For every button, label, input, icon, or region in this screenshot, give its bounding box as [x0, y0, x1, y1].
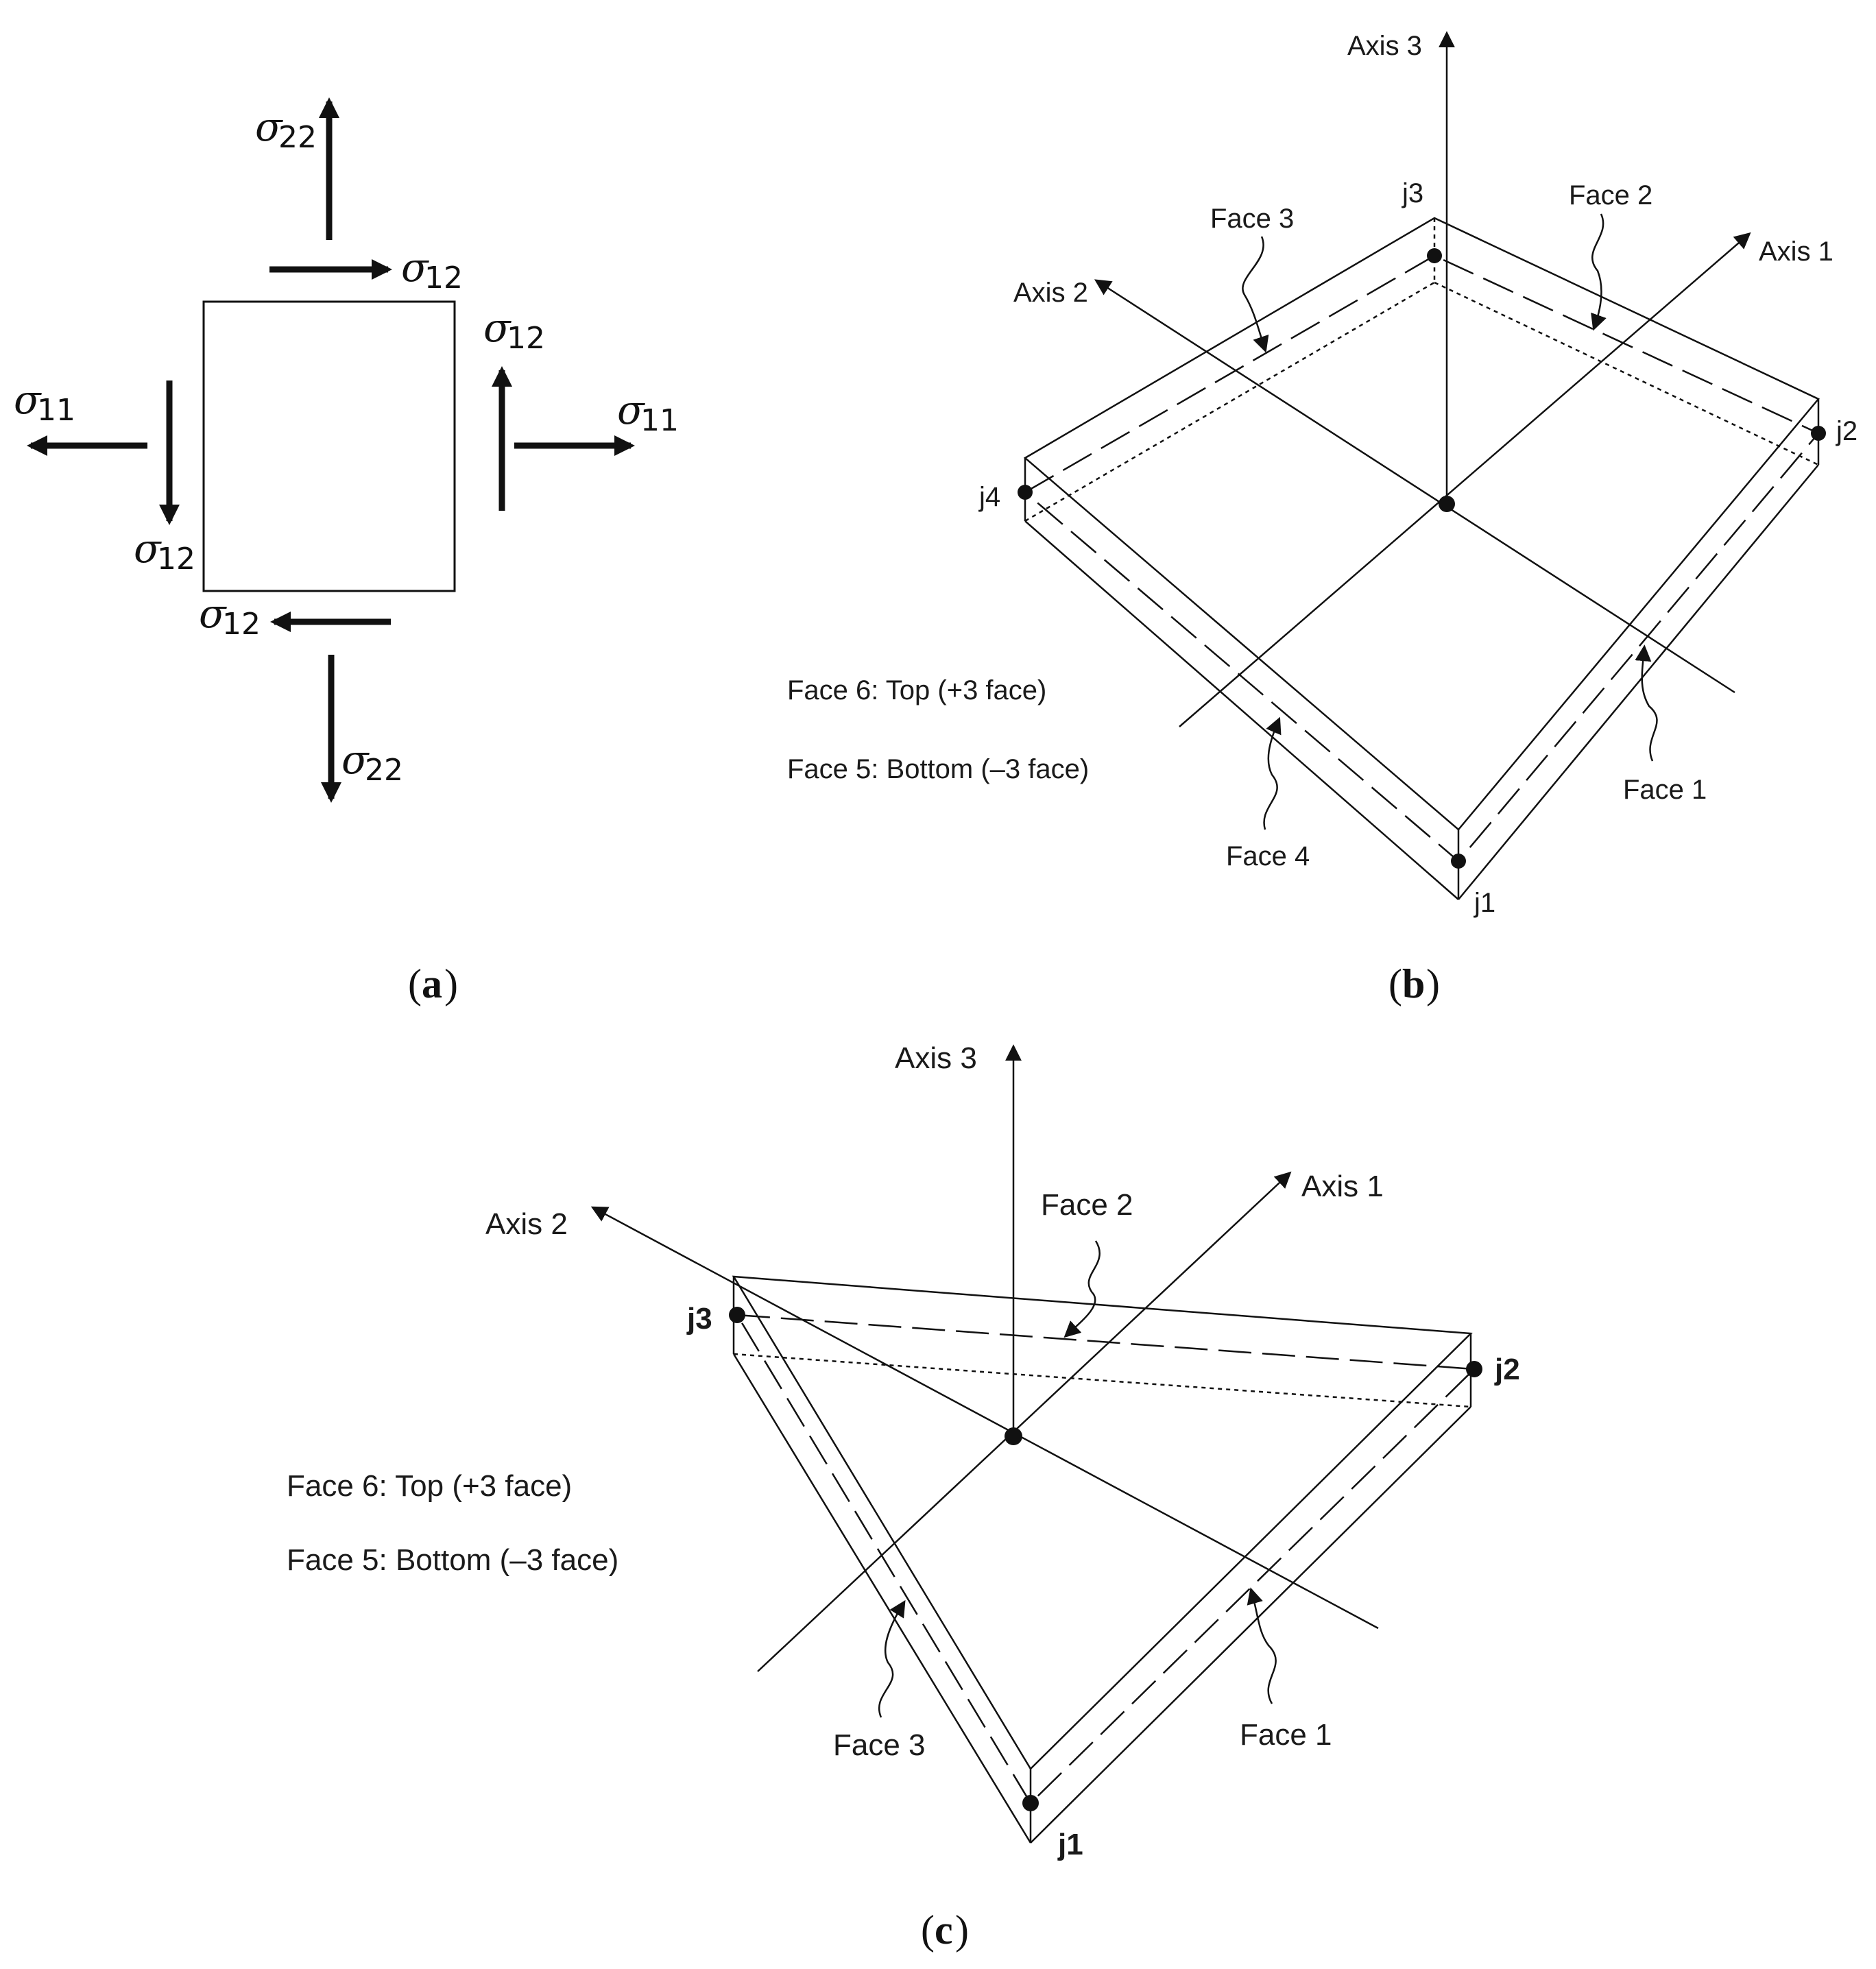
sigma22-top-label: σ 22	[255, 104, 317, 155]
axis3-label-c: Axis 3	[895, 1041, 977, 1075]
svg-text:σ: σ	[483, 304, 512, 351]
sigma12-bottom-label: σ 12	[199, 590, 261, 642]
axis1-line-c	[757, 1171, 1292, 1672]
svg-text:σ: σ	[14, 376, 42, 423]
axis1-label-c: Axis 1	[1301, 1170, 1384, 1203]
svg-text:σ: σ	[255, 104, 283, 150]
face4-label-b: Face 4	[1226, 841, 1310, 871]
panel-a-stress-element: σ 22 σ 12 σ 12 σ 11 σ 11 σ 12 σ 12 σ 22	[14, 97, 679, 1006]
svg-text:12: 12	[507, 321, 545, 356]
svg-text:11: 11	[640, 403, 679, 438]
sigma12-left-label: σ 12	[134, 525, 195, 577]
svg-text:(: (	[921, 1907, 935, 1953]
svg-text:c: c	[935, 1907, 953, 1953]
sigma12-right-label: σ 12	[483, 304, 545, 356]
svg-text:11: 11	[37, 393, 75, 428]
midplane-c	[736, 1314, 1476, 1804]
panel-c-caption: ( c )	[921, 1907, 969, 1953]
axis3-label-b: Axis 3	[1347, 31, 1422, 61]
svg-text:12: 12	[222, 607, 261, 642]
midplane-b	[1024, 254, 1820, 862]
joint-j4-b	[1018, 485, 1033, 500]
svg-text:(: (	[408, 961, 422, 1006]
joint-j3-b	[1427, 248, 1442, 263]
face2-label-b: Face 2	[1569, 180, 1652, 210]
center-node-c	[1005, 1427, 1022, 1445]
face3-label-c: Face 3	[833, 1728, 926, 1762]
bottom-edge-front-right-b	[1458, 464, 1819, 900]
axis1-line-b	[1179, 232, 1751, 727]
face6-note-c: Face 6: Top (+3 face)	[287, 1469, 572, 1503]
joint-j2-c	[1466, 1361, 1482, 1377]
element-square	[202, 300, 456, 592]
sigma11-right-label: σ 11	[617, 387, 679, 438]
svg-text:12: 12	[424, 261, 463, 295]
axis2-label-c: Axis 2	[485, 1207, 568, 1241]
bottom-edge-front-left-b	[1024, 520, 1459, 900]
svg-text:σ: σ	[401, 244, 429, 291]
svg-text:σ: σ	[617, 387, 645, 433]
svg-text:): )	[955, 1907, 969, 1953]
svg-text:b: b	[1402, 961, 1425, 1006]
j3-label-c: j3	[686, 1302, 712, 1336]
j2-label-c: j2	[1494, 1353, 1520, 1386]
svg-text:12: 12	[157, 542, 195, 577]
center-node-b	[1439, 496, 1455, 512]
svg-text:σ: σ	[199, 590, 227, 637]
panel-b-quad-shell: Axis 3 Axis 2 Axis 1 Face 3 Face 2 Face …	[787, 31, 1857, 1006]
face6-note-b: Face 6: Top (+3 face)	[787, 675, 1046, 705]
panel-c-tri-shell: Axis 3 Axis 2 Axis 1 Face 2 Face 1 Face …	[287, 1041, 1520, 1953]
joint-j2-b	[1811, 426, 1826, 441]
face2-pointer-b	[1591, 213, 1607, 331]
axis1-label-b: Axis 1	[1759, 237, 1833, 267]
axis2-line-b	[1094, 279, 1735, 694]
axis2-label-b: Axis 2	[1013, 278, 1088, 308]
top-face-b	[1023, 217, 1820, 831]
svg-text:22: 22	[278, 120, 317, 155]
svg-text:σ: σ	[134, 525, 162, 572]
sigma12-top-label: σ 12	[401, 244, 463, 295]
face1-pointer-c	[1247, 1587, 1277, 1704]
face4-pointer-b	[1263, 716, 1282, 830]
j3-label-b: j3	[1402, 178, 1423, 208]
svg-text:(: (	[1388, 961, 1402, 1006]
face2-label-c: Face 2	[1041, 1188, 1133, 1222]
face2-pointer-c	[1063, 1240, 1101, 1338]
j4-label-b: j4	[978, 482, 1000, 512]
bottom-edge-right-c	[1030, 1406, 1471, 1844]
face3-label-b: Face 3	[1210, 204, 1294, 234]
panel-b-caption: ( b )	[1388, 961, 1440, 1006]
face3-pointer-b	[1242, 236, 1269, 353]
sigma22-bottom-label: σ 22	[341, 736, 403, 788]
j1-label-c: j1	[1057, 1828, 1083, 1861]
face1-label-b: Face 1	[1623, 775, 1707, 805]
joint-j3-c	[729, 1307, 745, 1323]
axis2-line-c	[590, 1206, 1379, 1630]
j1-label-b: j1	[1474, 888, 1495, 918]
face1-label-c: Face 1	[1240, 1718, 1332, 1752]
top-face-c	[732, 1275, 1473, 1771]
svg-text:a: a	[422, 961, 442, 1006]
sigma11-left-label: σ 11	[14, 376, 75, 428]
svg-text:σ: σ	[341, 736, 370, 783]
face3-pointer-c	[878, 1599, 906, 1718]
joint-j1-b	[1451, 854, 1466, 869]
bottom-edge-left-c	[732, 1353, 1032, 1844]
face1-pointer-b	[1635, 644, 1658, 762]
face5-note-c: Face 5: Bottom (–3 face)	[287, 1543, 618, 1577]
svg-text:): )	[444, 961, 458, 1006]
svg-text:): )	[1426, 961, 1440, 1006]
j2-label-b: j2	[1836, 416, 1857, 446]
svg-text:22: 22	[365, 753, 403, 788]
face5-note-b: Face 5: Bottom (–3 face)	[787, 754, 1089, 784]
joint-j1-c	[1022, 1795, 1039, 1811]
panel-a-caption: ( a )	[408, 961, 458, 1006]
